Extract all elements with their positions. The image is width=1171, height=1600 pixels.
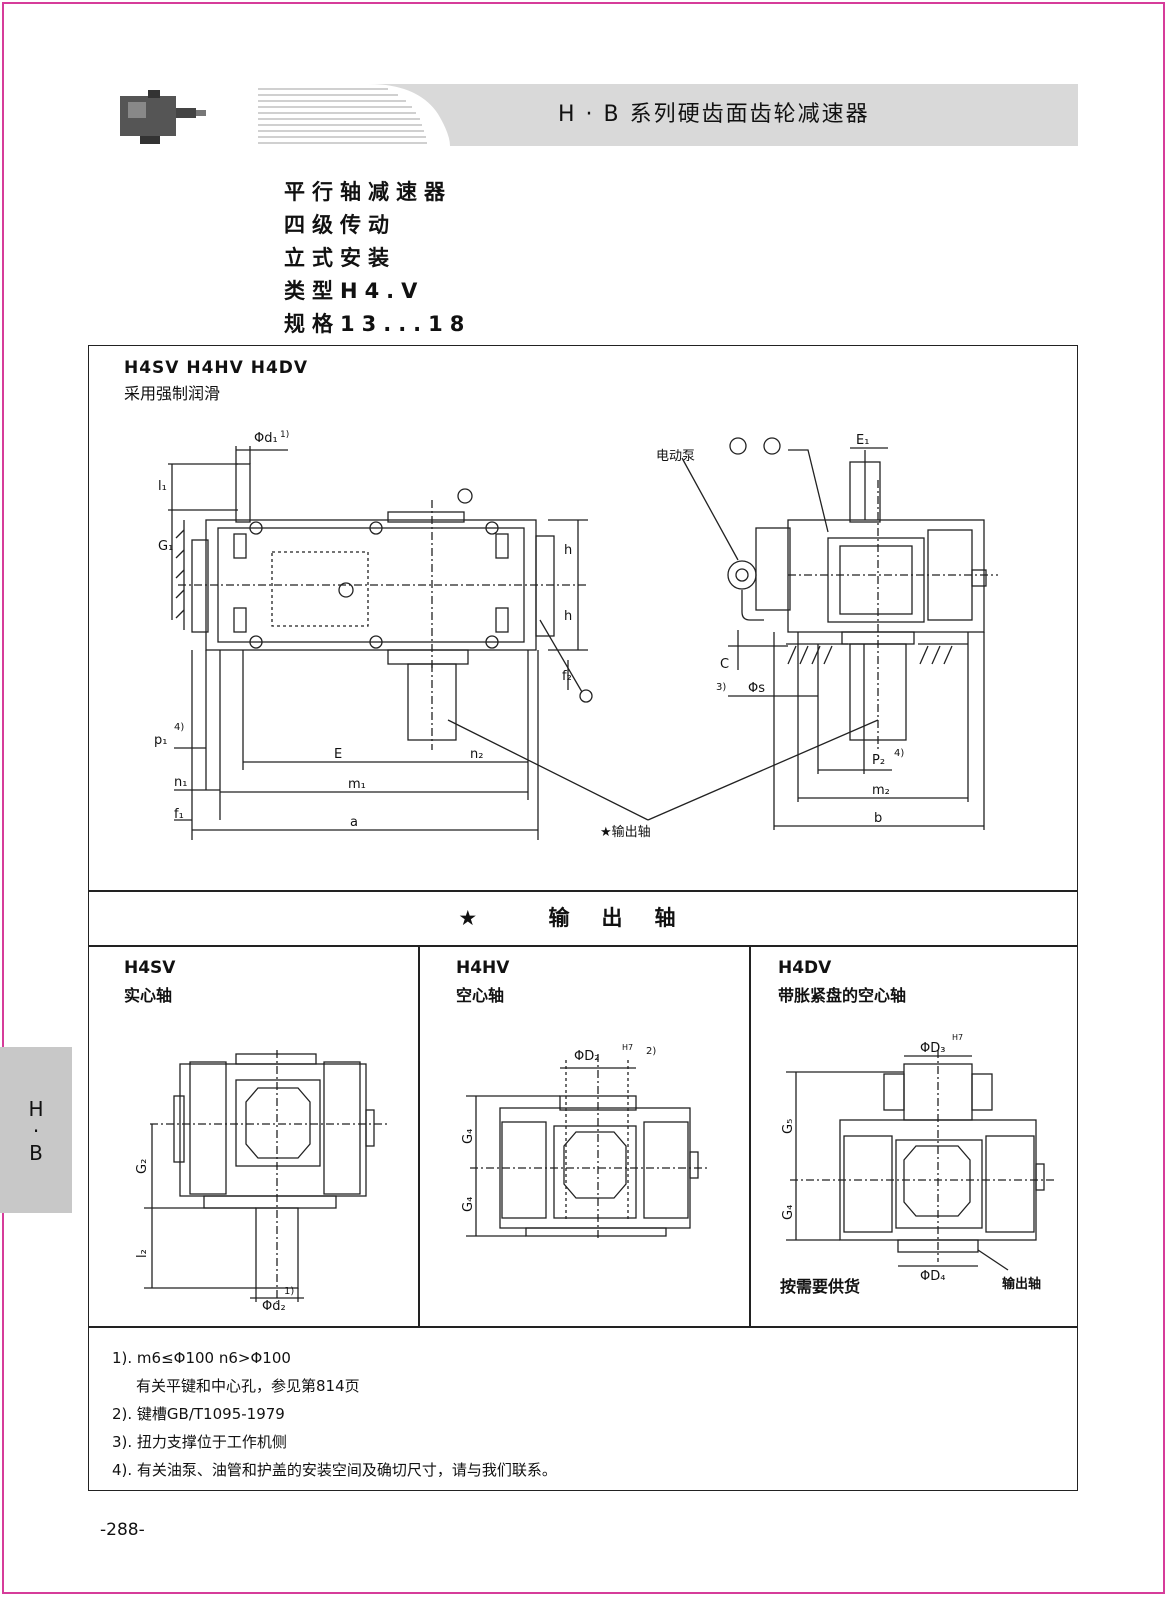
side-tab-letter-h: H — [28, 1097, 44, 1121]
h4dv-label-G5: G₅ — [781, 1119, 796, 1134]
col-h4sv-subtitle: 实心轴 — [124, 986, 173, 1005]
h4hv-label-G4-upper: G₄ — [461, 1129, 476, 1144]
side-section-tab: H · B — [0, 1047, 72, 1213]
h4sv-label-phi-d2: Φd₂ — [262, 1299, 286, 1310]
note-line: 1). m6≤Φ100 n6>Φ100 — [112, 1349, 291, 1367]
intro-line: 规格13...18 — [284, 312, 472, 336]
h4dv-label-H7: H7 — [952, 1033, 963, 1042]
h4hv-label-phi-D2: ΦD₂ — [574, 1049, 599, 1064]
h4dv-drawing: ΦD₃ H7 G₅ G₄ ΦD₄ 按需要供货 输出轴 — [780, 1033, 1056, 1296]
col-h4dv-subtitle: 带胀紧盘的空心轴 — [778, 986, 907, 1005]
label-m2: m₂ — [872, 783, 890, 798]
h4sv-solid-shaft — [255, 1207, 299, 1289]
column-divider-2 — [749, 945, 751, 1326]
side-tab-dot: · — [32, 1119, 40, 1143]
col-h4sv-title: H4SV — [124, 958, 176, 978]
label-p1: p₁ — [154, 733, 167, 748]
models-subtitle: 采用强制润滑 — [124, 384, 221, 403]
left-view-input-shaft — [235, 463, 251, 523]
main-frame — [88, 345, 1078, 1491]
label-phi-s: Φs — [748, 681, 765, 696]
notes-block: 1). m6≤Φ100 n6>Φ100 有关平键和中心孔，参见第814页 2).… — [112, 1344, 557, 1484]
h4hv-label-G4-lower: G₄ — [461, 1197, 476, 1212]
label-h-upper: h — [564, 543, 572, 558]
label-m1: m₁ — [348, 777, 366, 792]
label-phi-d1: Φd₁ — [254, 431, 278, 446]
label-f2: f₂ — [562, 669, 572, 684]
h4sv-label-G2: G₂ — [135, 1159, 150, 1174]
col-h4hv-title: H4HV — [456, 958, 510, 978]
h4dv-label-on-request: 按需要供货 — [780, 1277, 860, 1296]
label-l1: l₁ — [158, 479, 167, 494]
label-note-3: 3) — [716, 682, 726, 693]
divider-below-section-title — [88, 945, 1078, 947]
label-f1: f₁ — [174, 807, 184, 822]
note-line: 4). 有关油泵、油管和护盖的安装空间及确切尺寸，请与我们联系。 — [112, 1461, 557, 1479]
note-line: 2). 键槽GB/T1095-1979 — [112, 1405, 285, 1423]
intro-line: 立式安装 — [284, 246, 396, 270]
page-number: -288- — [100, 1520, 145, 1540]
note-line: 3). 扭力支撑位于工作机侧 — [112, 1433, 287, 1451]
label-electric-pump: 电动泵 — [656, 449, 695, 464]
h4sv-label-l2: l₂ — [135, 1249, 150, 1258]
intro-line: 平行轴减速器 — [284, 180, 452, 204]
note-line: 有关平键和中心孔，参见第814页 — [136, 1377, 360, 1395]
h4sv-label-note: 1) — [284, 1286, 294, 1297]
right-view-housing — [787, 519, 985, 633]
label-E1: E₁ — [856, 433, 869, 448]
intro-line: 四级传动 — [284, 213, 396, 237]
column-divider-1 — [418, 945, 420, 1326]
h4sv-drawing: G₂ l₂ 1) Φd₂ — [135, 1050, 390, 1310]
h4dv-label-phi-D4: ΦD₄ — [920, 1269, 945, 1284]
output-section-title: ★ 输出轴 — [458, 906, 708, 930]
label-note-1: 1) — [280, 430, 289, 440]
h4dv-label-G4: G₄ — [781, 1205, 796, 1220]
header-gearbox-photo — [88, 84, 478, 146]
label-h-lower: h — [564, 609, 572, 624]
h4hv-drawing: ΦD₂ H7 2) G₄ G₄ — [461, 1043, 710, 1240]
divider-above-section-title — [88, 890, 1078, 892]
label-note-4-left: 4) — [174, 722, 184, 733]
side-tab-letter-b: B — [29, 1141, 43, 1165]
intro-line: 类型H4.V — [284, 279, 425, 303]
label-P2: P₂ — [872, 753, 885, 768]
h4hv-label-H7: H7 — [622, 1043, 633, 1052]
label-G1: G₁ — [158, 539, 173, 554]
main-dimension-drawing: Φd₁ 1) l₁ G₁ h h f₂ 4) p₁ E n₂ n₁ m₁ f₁ … — [154, 430, 998, 840]
h4dv-label-phi-D3: ΦD₃ — [920, 1041, 945, 1056]
intro-block: 平行轴减速器 四级传动 立式安装 类型H4.V 规格13...18 — [284, 176, 471, 341]
electric-pump-symbol — [727, 560, 757, 590]
col-h4hv-subtitle: 空心轴 — [456, 986, 505, 1005]
label-output-shaft-star: ★输出轴 — [600, 824, 651, 840]
models-title: H4SV H4HV H4DV — [124, 358, 309, 378]
label-note-4-right: 4) — [894, 748, 904, 759]
label-C: C — [720, 657, 729, 672]
header-banner: H · B 系列硬齿面齿轮减速器 — [88, 84, 1078, 146]
label-n1: n₁ — [174, 775, 187, 790]
label-a: a — [350, 815, 358, 830]
label-E: E — [334, 747, 342, 762]
header-title: H · B 系列硬齿面齿轮减速器 — [558, 102, 870, 127]
h4hv-label-note: 2) — [646, 1046, 656, 1057]
divider-above-notes — [88, 1326, 1078, 1328]
h4dv-label-output-shaft: 输出轴 — [1002, 1276, 1041, 1292]
label-b: b — [874, 811, 882, 826]
col-h4dv-title: H4DV — [778, 958, 832, 978]
label-n2: n₂ — [470, 747, 483, 762]
